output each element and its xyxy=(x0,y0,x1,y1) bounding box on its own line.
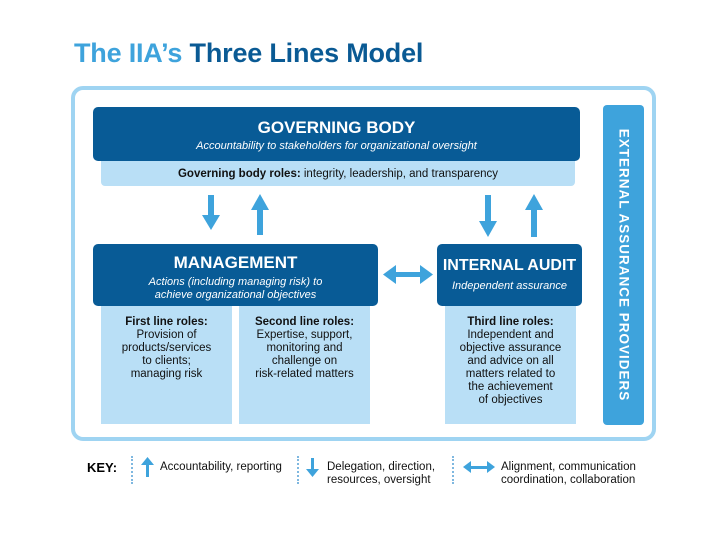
double-arrow-icon xyxy=(463,461,495,473)
key-label: KEY: xyxy=(87,460,118,475)
arrow-down-icon xyxy=(202,195,220,230)
internal-audit-subtitle: Independent assurance xyxy=(452,280,567,292)
third-line-roles-label: Third line roles: xyxy=(467,316,554,328)
third-line-role-text: matters related to xyxy=(465,368,556,380)
management-subtitle-line: Actions (including managing risk) to xyxy=(148,276,323,288)
second-line-role-text: Expertise, support, xyxy=(256,329,353,341)
second-line-roles-box: Second line roles: Expertise, support, m… xyxy=(239,292,370,424)
internal-audit-box: INTERNAL AUDIT Independent assurance xyxy=(437,244,582,306)
third-line-roles-box: Third line roles: Independent and object… xyxy=(445,292,576,424)
title-part-2: Three Lines Model xyxy=(189,38,424,68)
first-line-role-text: products/services xyxy=(121,342,212,354)
double-arrow-icon xyxy=(383,265,433,284)
governing-body-title: GOVERNING BODY xyxy=(257,118,416,137)
key-divider xyxy=(131,456,133,484)
third-line-role-text: of objectives xyxy=(478,394,543,406)
first-line-roles-box: First line roles: Provision of products/… xyxy=(101,292,232,424)
third-line-role-text: and advice on all xyxy=(467,355,554,367)
arrow-up-icon xyxy=(141,457,154,477)
first-line-role-text: to clients; xyxy=(142,355,191,367)
second-line-roles-label: Second line roles: xyxy=(254,316,355,328)
key-delegation-line: resources, oversight xyxy=(327,474,431,486)
third-line-role-text: the achievement xyxy=(468,381,553,393)
second-line-role-text: risk-related matters xyxy=(255,368,354,380)
title-part-1: The IIA’s xyxy=(74,38,183,68)
key-divider xyxy=(297,456,299,484)
page-title: The IIA’s Three Lines Model xyxy=(74,38,423,69)
arrow-down-icon xyxy=(306,458,319,477)
key-accountability-text: Accountability, reporting xyxy=(160,461,282,473)
arrow-up-icon xyxy=(251,194,269,235)
arrow-down-icon xyxy=(479,195,497,237)
third-line-role-text: objective assurance xyxy=(459,342,562,354)
key-delegation-line: Delegation, direction, xyxy=(327,461,436,473)
governing-body-roles-label: Governing body roles: xyxy=(177,168,301,180)
management-subtitle: Actions (including managing risk) to ach… xyxy=(93,276,378,302)
arrow-up-icon xyxy=(525,194,543,237)
governing-body-roles-text: integrity, leadership, and transparency xyxy=(303,168,498,180)
first-line-roles-label: First line roles: xyxy=(125,316,208,328)
management-subtitle-line: achieve organizational objectives xyxy=(154,289,317,301)
second-line-role-text: challenge on xyxy=(271,355,338,367)
external-assurance-bar: EXTERNAL ASSURANCE PROVIDERS xyxy=(603,105,644,425)
key-divider xyxy=(452,456,454,484)
key-alignment-text: Alignment, communication coordination, c… xyxy=(501,461,636,487)
key-alignment-line: coordination, collaboration xyxy=(501,474,636,486)
governing-body-subtitle: Accountability to stakeholders for organ… xyxy=(196,140,477,152)
third-line-role-text: Independent and xyxy=(467,329,554,341)
internal-audit-title: INTERNAL AUDIT xyxy=(442,257,577,274)
key-alignment-line: Alignment, communication xyxy=(501,461,636,473)
first-line-role-text: Provision of xyxy=(136,329,197,341)
key-delegation-text: Delegation, direction, resources, oversi… xyxy=(327,461,435,487)
second-line-role-text: monitoring and xyxy=(266,342,343,354)
model-frame xyxy=(71,86,656,441)
management-title: MANAGEMENT xyxy=(173,253,298,272)
first-line-role-text: managing risk xyxy=(130,368,203,380)
management-box: MANAGEMENT Actions (including managing r… xyxy=(93,244,378,306)
governing-body-box: GOVERNING BODY Accountability to stakeho… xyxy=(93,107,580,161)
